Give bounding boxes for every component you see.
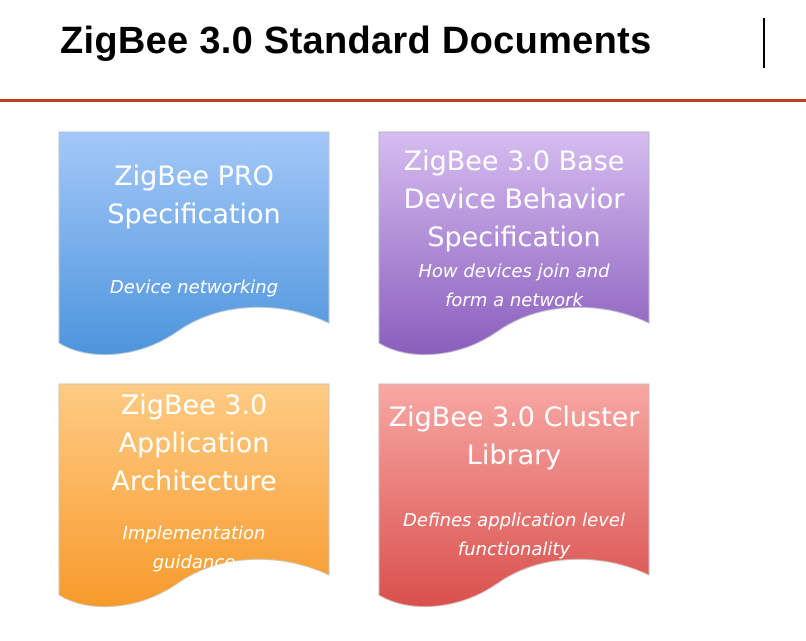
document-subtitle-line: Implementation	[122, 523, 266, 544]
document-shape	[58, 131, 330, 356]
document-title-line: Specification	[427, 222, 601, 253]
document-title-line: Device Behavior	[403, 184, 625, 215]
document-title: ZigBee 3.0 Base Device Behavior Specific…	[378, 143, 650, 257]
document-cluster-library: ZigBee 3.0 Cluster Library Defines appli…	[378, 383, 650, 619]
document-application-architecture: ZigBee 3.0 Application Architecture Impl…	[58, 383, 330, 619]
document-title: ZigBee PRO Specification	[58, 158, 330, 234]
document-subtitle: Device networking	[58, 273, 330, 302]
text-cursor	[763, 18, 765, 68]
document-subtitle-line: How devices join and	[418, 261, 610, 282]
document-subtitle-line: Device networking	[109, 277, 279, 298]
document-subtitle-line: form a network	[445, 290, 583, 311]
document-subtitle-line: functionality	[457, 539, 571, 560]
document-title-line: Specification	[107, 199, 281, 230]
document-subtitle: Implementation guidance	[58, 519, 330, 577]
document-title-line: ZigBee PRO	[114, 161, 274, 192]
title-divider	[0, 99, 806, 102]
document-base-device-behavior: ZigBee 3.0 Base Device Behavior Specific…	[378, 131, 650, 367]
document-zigbee-pro: ZigBee PRO Specification Device networki…	[58, 131, 330, 367]
page-title: ZigBee 3.0 Standard Documents	[60, 20, 652, 62]
document-subtitle: How devices join and form a network	[378, 257, 650, 315]
document-title-line: ZigBee 3.0 Base	[403, 146, 625, 177]
document-title-line: Application	[118, 428, 270, 459]
document-subtitle: Defines application level functionality	[378, 506, 650, 564]
document-title-line: ZigBee 3.0	[120, 390, 268, 421]
document-shape	[58, 383, 330, 608]
document-shape	[378, 383, 650, 608]
document-title: ZigBee 3.0 Application Architecture	[58, 387, 330, 501]
document-title-line: Architecture	[111, 466, 277, 497]
document-shape	[378, 131, 650, 356]
document-subtitle-line: Defines application level	[403, 510, 625, 531]
document-title-line: Library	[466, 440, 562, 471]
document-title: ZigBee 3.0 Cluster Library	[378, 399, 650, 475]
document-title-line: ZigBee 3.0 Cluster	[388, 402, 640, 433]
document-subtitle-line: guidance	[152, 552, 236, 573]
